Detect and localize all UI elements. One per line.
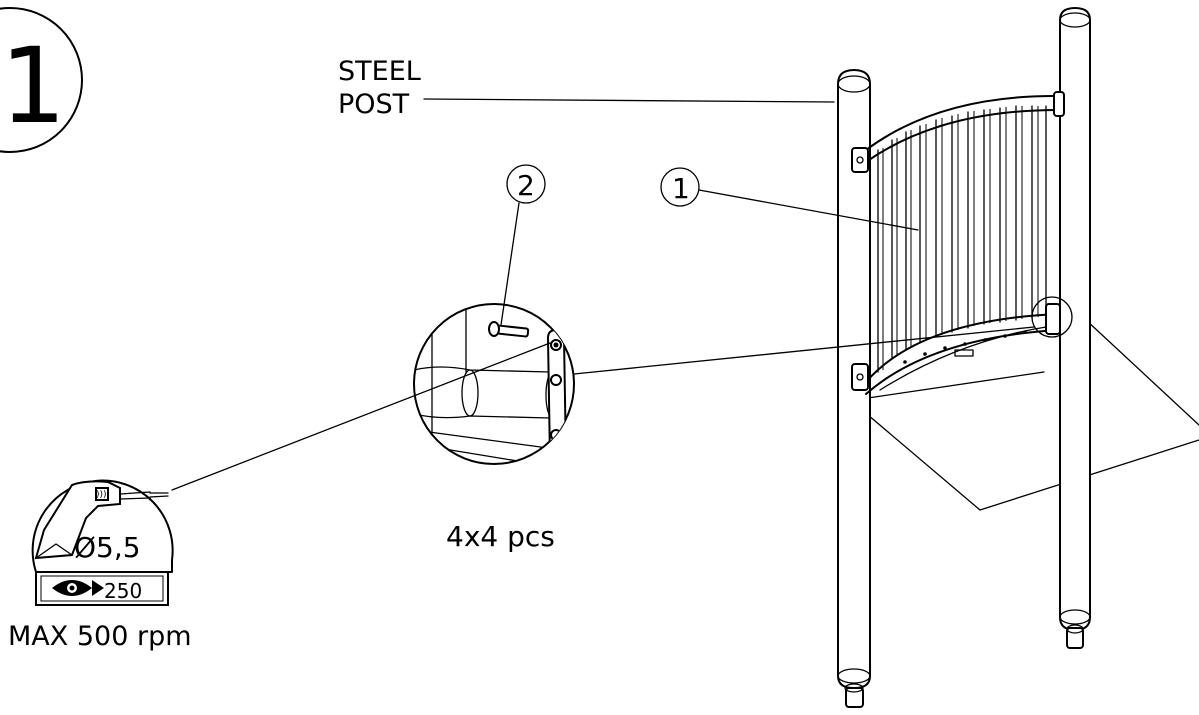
steel-post-label: STEEL POST [338,56,835,120]
steel-post-right [1059,6,1091,649]
steel-post-label-line1: STEEL [338,56,421,87]
part-1-number: 1 [672,172,690,205]
part-2-balloon: 2 [500,164,546,326]
drill-leader-line [171,342,551,491]
detail-view [413,303,1035,465]
quantity-label: 4x4 pcs [446,520,555,553]
svg-text:))): ))) [96,490,107,500]
curved-panel [851,91,1073,395]
detail-callout-circle [1031,296,1073,338]
part-2-number: 2 [517,169,535,202]
steel-post-leader-line [423,98,835,103]
view-value: 250 [104,579,142,603]
drill-diameter: Ø5,5 [74,531,141,564]
steel-post-label-line2: POST [338,89,410,120]
step-number-badge: 1 [0,7,83,153]
drill-icon: ))) [34,480,169,560]
eye-icon [52,580,104,596]
part-1-balloon: 1 [660,167,919,231]
drill-badge: ))) Ø5,5 250 MAX 500 rpm [8,342,551,652]
detail-leader-line [573,326,1035,375]
step-number: 1 [0,25,66,147]
ground-plane [867,319,1199,511]
max-speed-label: MAX 500 rpm [8,621,192,652]
